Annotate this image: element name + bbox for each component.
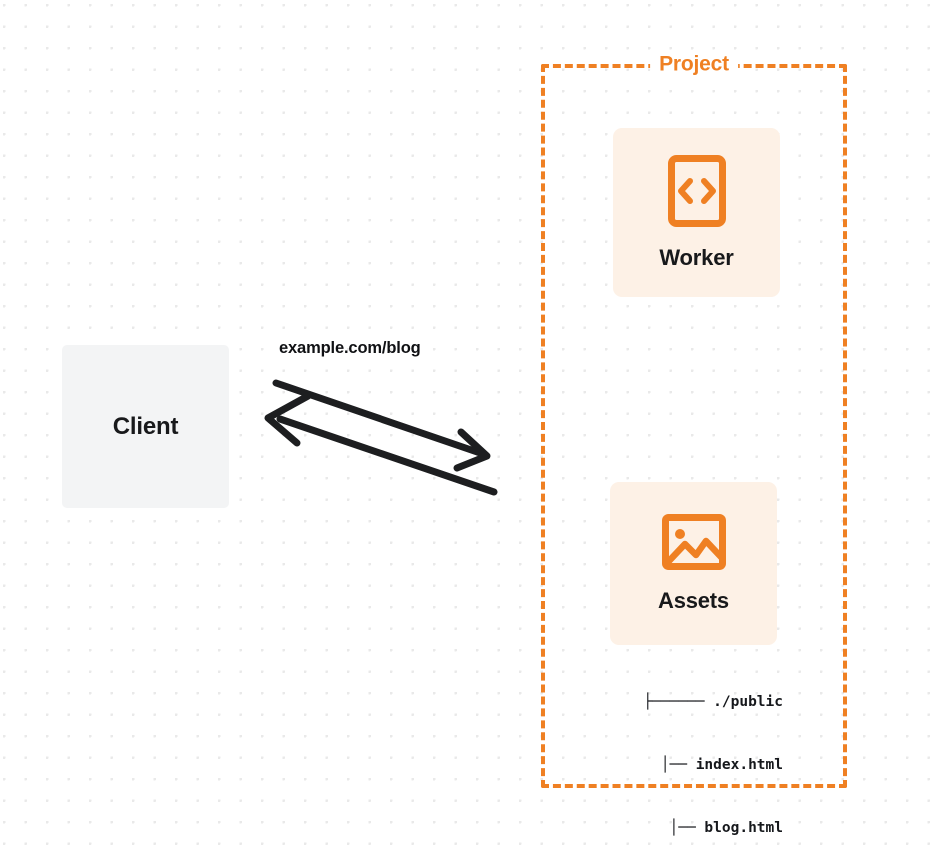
project-title: Project [650,53,738,75]
edge-label-request-url: example.com/blog [279,339,421,357]
assets-label: Assets [658,588,729,613]
file-tree-row: │── blog.html [617,820,784,836]
node-worker[interactable]: Worker [613,128,780,297]
client-label: Client [112,412,179,440]
file-tree-row: ├────── ./public [643,694,783,710]
response-arrow-icon [264,392,498,496]
group-project: Project [541,53,847,788]
image-icon [661,514,726,570]
assets-file-tree: ├────── ./public │── index.html │── blog… [583,650,783,860]
request-arrow-icon [272,379,491,472]
file-tree-row: │── index.html [608,757,783,773]
code-brackets-icon [667,155,726,227]
node-assets[interactable]: Assets [610,482,777,645]
worker-label: Worker [659,245,734,270]
node-client[interactable]: Client [62,345,229,508]
